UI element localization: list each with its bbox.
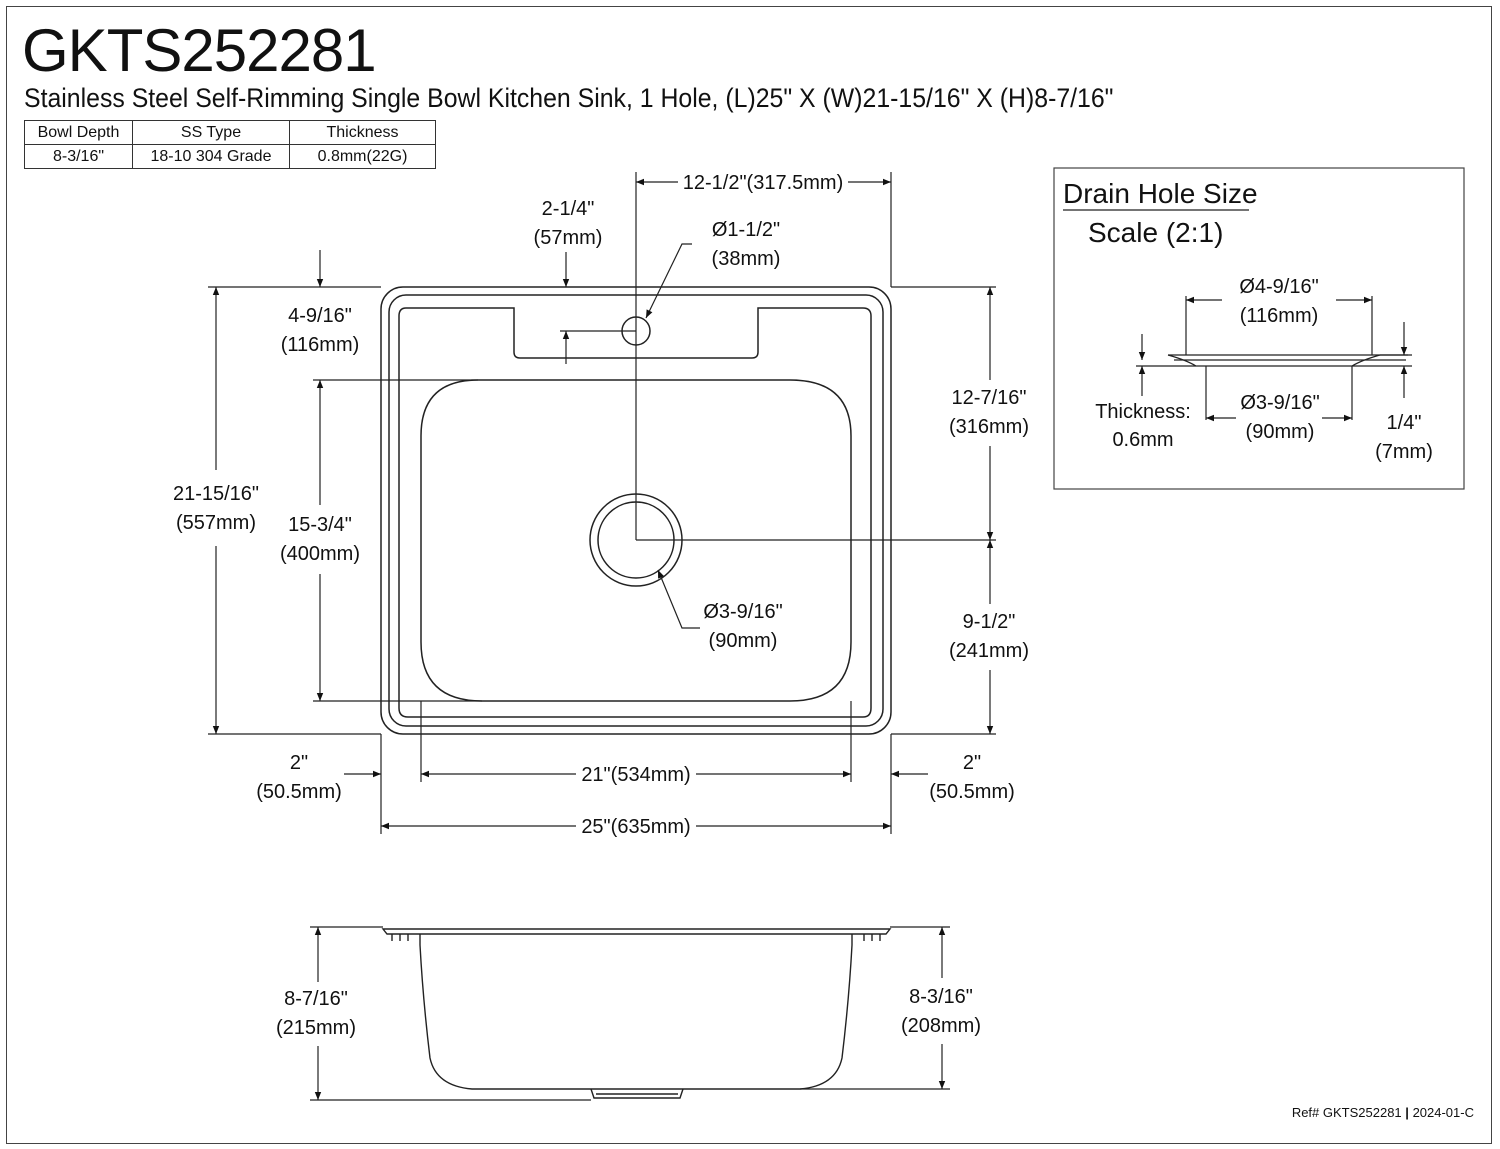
spec-table: Bowl Depth SS Type Thickness 8-3/16" 18-… <box>24 120 436 169</box>
deck-top-margin-imperial: 2-1/4" <box>542 198 595 220</box>
side-view <box>381 928 892 1099</box>
total-height-imperial: 8-7/16" <box>284 988 348 1010</box>
top-view-dimensions <box>208 172 996 834</box>
flange-bowl <box>1167 354 1381 367</box>
sheet-border <box>6 6 1492 1144</box>
drain-front-metric: (241mm) <box>949 640 1029 662</box>
revision-code: 2024-01-C <box>1412 1105 1474 1120</box>
spec-value-thickness: 0.8mm(22G) <box>289 144 436 169</box>
bowl-width-imperial: 15-3/4" <box>288 514 352 536</box>
left-rim-imperial: 2" <box>290 752 308 774</box>
thickness-value: 0.6mm <box>1112 429 1173 451</box>
deck-ledge <box>398 307 872 718</box>
drain-hole-leader <box>657 569 700 629</box>
reference-separator: | <box>1405 1105 1409 1120</box>
overall-width-imperial: 21-15/16" <box>173 483 259 505</box>
side-view-labels: 8-7/16" (215mm) 8-3/16" (208mm) <box>276 986 981 1039</box>
spec-value-row: 8-3/16" 18-10 304 Grade 0.8mm(22G) <box>24 144 436 169</box>
drain-hole-imperial: Ø3-9/16" <box>703 601 782 623</box>
bowl-width-metric: (400mm) <box>280 543 360 565</box>
drain-offset-metric: (316mm) <box>949 416 1029 438</box>
deck-top-margin-metric: (57mm) <box>534 227 603 249</box>
drain-front-imperial: 9-1/2" <box>963 611 1016 633</box>
outer-dia-metric: (116mm) <box>1240 305 1319 327</box>
drain-flange-profile <box>1136 296 1412 422</box>
side-rim <box>381 928 892 935</box>
deck-depth-imperial: 4-9/16" <box>288 305 352 327</box>
top-view-labels: 12-1/2"(317.5mm) 2-1/4" (57mm) Ø1-1/2" (… <box>173 172 1029 838</box>
inner-dia-metric: (90mm) <box>1246 421 1315 443</box>
spec-value-ss-type: 18-10 304 Grade <box>132 144 290 169</box>
spec-value-bowl-depth: 8-3/16" <box>24 144 133 169</box>
reference-footer: Ref# GKTS252281 | 2024-01-C <box>1292 1105 1474 1120</box>
faucet-hole-leader <box>645 243 692 319</box>
side-view-dimensions <box>310 926 950 1101</box>
faucet-offset-label: 12-1/2"(317.5mm) <box>683 172 844 194</box>
overall-length-label: 25"(635mm) <box>581 816 690 838</box>
bowl-depth-metric: (208mm) <box>901 1015 981 1037</box>
bowl-length-label: 21"(534mm) <box>581 764 690 786</box>
thickness-label: Thickness: <box>1095 401 1191 423</box>
bowl-depth-imperial: 8-3/16" <box>909 986 973 1008</box>
drain-detail-scale: Scale (2:1) <box>1088 217 1223 248</box>
faucet-hole-imperial: Ø1-1/2" <box>712 219 780 241</box>
drain-hole-metric: (90mm) <box>709 630 778 652</box>
right-rim-metric: (50.5mm) <box>929 781 1015 803</box>
deck-depth-metric: (116mm) <box>281 334 360 356</box>
bowl-outline <box>420 379 852 702</box>
depth-imperial: 1/4" <box>1387 412 1422 434</box>
side-bowl <box>419 934 853 1090</box>
total-height-metric: (215mm) <box>276 1017 356 1039</box>
top-view <box>380 286 892 735</box>
drain-detail: Drain Hole Size Scale (2:1) <box>1053 167 1465 490</box>
depth-metric: (7mm) <box>1375 441 1433 463</box>
drain-offset-imperial: 12-7/16" <box>952 387 1027 409</box>
left-rim-metric: (50.5mm) <box>256 781 342 803</box>
spec-header-bowl-depth: Bowl Depth <box>24 120 133 145</box>
model-number: GKTS252281 <box>22 17 377 84</box>
drain-detail-labels: Ø4-9/16" (116mm) Thickness: 0.6mm Ø3-9/1… <box>1095 276 1433 463</box>
overall-width-metric: (557mm) <box>176 512 256 534</box>
inner-dia-imperial: Ø3-9/16" <box>1240 392 1319 414</box>
side-drain <box>590 1088 684 1099</box>
right-rim-imperial: 2" <box>963 752 981 774</box>
outer-dia-imperial: Ø4-9/16" <box>1239 276 1318 298</box>
faucet-hole-metric: (38mm) <box>712 248 781 270</box>
drain-detail-border <box>1053 167 1465 490</box>
reference-number: Ref# GKTS252281 <box>1291 1105 1402 1120</box>
product-description: Stainless Steel Self-Rimming Single Bowl… <box>24 83 1114 113</box>
drain-detail-title: Drain Hole Size <box>1063 178 1258 209</box>
spec-header-row: Bowl Depth SS Type Thickness <box>24 120 436 145</box>
